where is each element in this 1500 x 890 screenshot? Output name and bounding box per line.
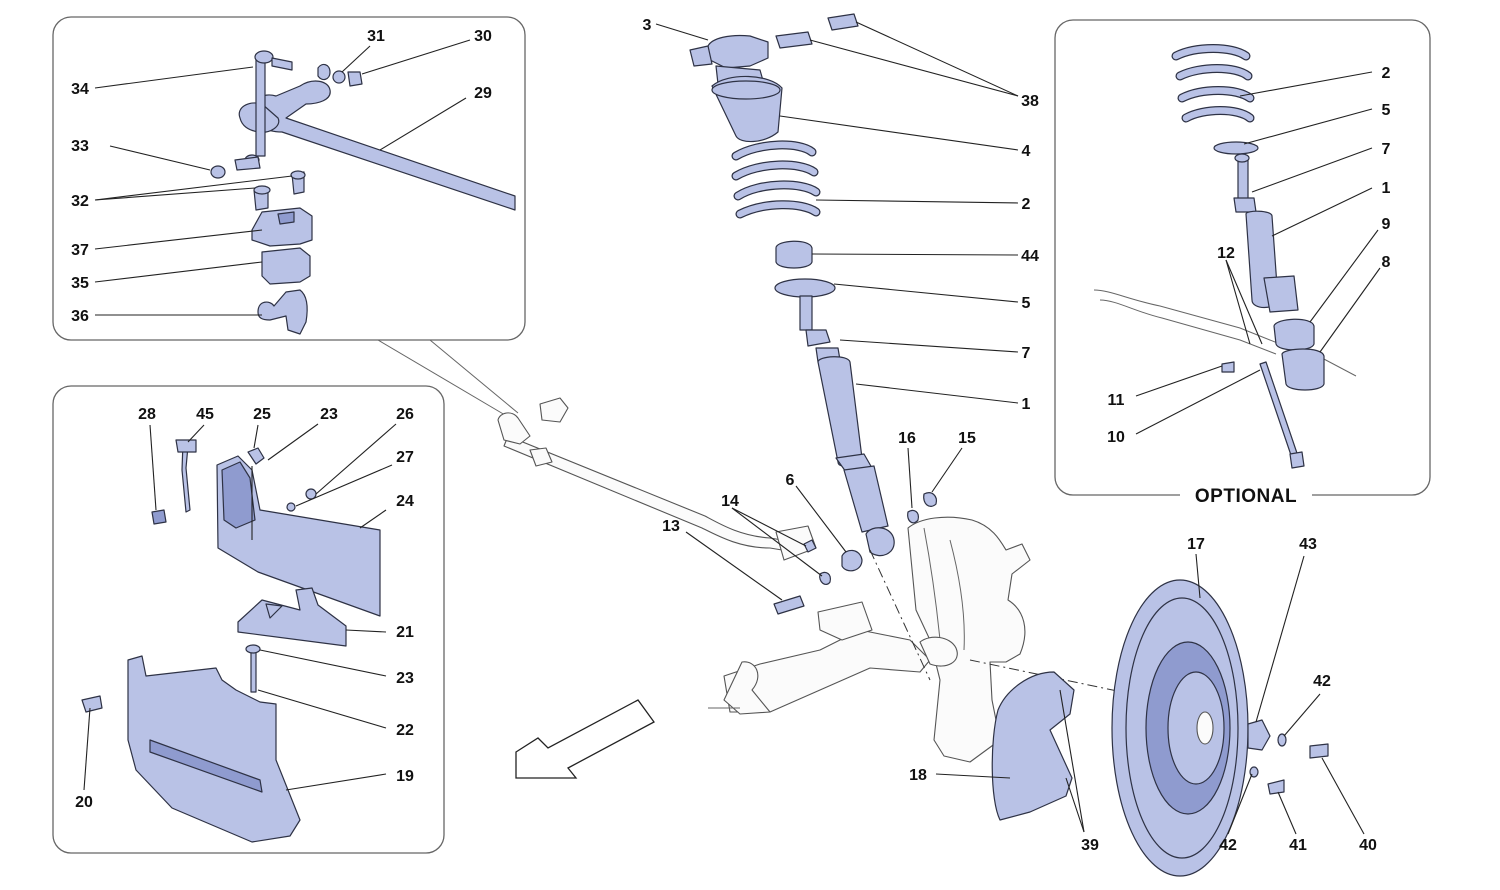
callout-2-optional: 2 (1382, 65, 1391, 82)
callout-44: 44 (1021, 248, 1039, 265)
callout-35: 35 (71, 275, 89, 292)
callout-33: 33 (71, 138, 89, 155)
callout-24: 24 (396, 493, 414, 510)
callout-31: 31 (367, 28, 385, 45)
panel-link-line (377, 339, 506, 416)
callout-2-main: 2 (1022, 196, 1031, 213)
callout-10: 10 (1107, 429, 1125, 446)
callout-15: 15 (958, 430, 976, 447)
callout-36: 36 (71, 308, 89, 325)
main-wheel-upright (907, 516, 1031, 763)
callout-42-top: 42 (1313, 673, 1331, 690)
callout-37: 37 (71, 242, 89, 259)
callout-20: 20 (75, 794, 93, 811)
stabilizer-detail-panel (52, 16, 526, 341)
callout-39: 39 (1081, 837, 1099, 854)
callout-38: 38 (1021, 93, 1039, 110)
callout-7-main: 7 (1022, 345, 1031, 362)
leader-lines (83, 21, 1381, 835)
callout-22: 22 (396, 722, 414, 739)
callout-41: 41 (1289, 837, 1307, 854)
stabilizer-bar-assembly (210, 50, 516, 211)
main-shock-absorber (689, 13, 937, 615)
callout-30: 30 (474, 28, 492, 45)
callout-6: 6 (786, 472, 795, 489)
main-stabilizer-bar (497, 397, 817, 561)
callout-9: 9 (1382, 216, 1391, 233)
callout-23-top: 23 (320, 406, 338, 423)
callout-25: 25 (253, 406, 271, 423)
callout-8: 8 (1382, 254, 1391, 271)
callout-4: 4 (1022, 143, 1031, 160)
callout-19: 19 (396, 768, 414, 785)
callout-29: 29 (474, 85, 492, 102)
callout-3: 3 (643, 17, 652, 34)
callout-12: 12 (1217, 245, 1235, 262)
callout-18: 18 (909, 767, 927, 784)
optional-parts (1093, 44, 1357, 469)
optional-caption: OPTIONAL (1195, 486, 1297, 507)
panel-link-line (429, 339, 519, 414)
callout-5-optional: 5 (1382, 102, 1391, 119)
callout-43: 43 (1299, 536, 1317, 553)
callout-labels: 34 31 30 29 33 32 37 35 36 28 45 25 23 2… (71, 17, 1390, 854)
undertray-parts (81, 439, 381, 843)
brake-shield (991, 671, 1075, 821)
callout-42-bottom: 42 (1219, 837, 1237, 854)
optional-caption-bg (1180, 482, 1312, 508)
callout-27: 27 (396, 449, 414, 466)
callout-16: 16 (898, 430, 916, 447)
brake-disc (1111, 579, 1249, 877)
callout-34: 34 (71, 81, 89, 98)
callout-32: 32 (71, 193, 89, 210)
callout-7-optional: 7 (1382, 141, 1391, 158)
callout-28: 28 (138, 406, 156, 423)
front-direction-arrow (515, 699, 655, 779)
axis-centerline (869, 549, 931, 681)
callout-23-bottom: 23 (396, 670, 414, 687)
callout-40: 40 (1359, 837, 1377, 854)
stabilizer-clamp-assembly (251, 207, 313, 335)
callout-21: 21 (396, 624, 414, 641)
callout-26: 26 (396, 406, 414, 423)
callout-14: 14 (721, 493, 739, 510)
callout-45: 45 (196, 406, 214, 423)
callout-11: 11 (1108, 392, 1125, 409)
callout-1-optional: 1 (1382, 180, 1391, 197)
callout-17: 17 (1187, 536, 1205, 553)
callout-13: 13 (662, 518, 680, 535)
callout-1-main: 1 (1022, 396, 1031, 413)
callout-5-main: 5 (1022, 295, 1031, 312)
main-lower-control-arm (708, 601, 931, 715)
